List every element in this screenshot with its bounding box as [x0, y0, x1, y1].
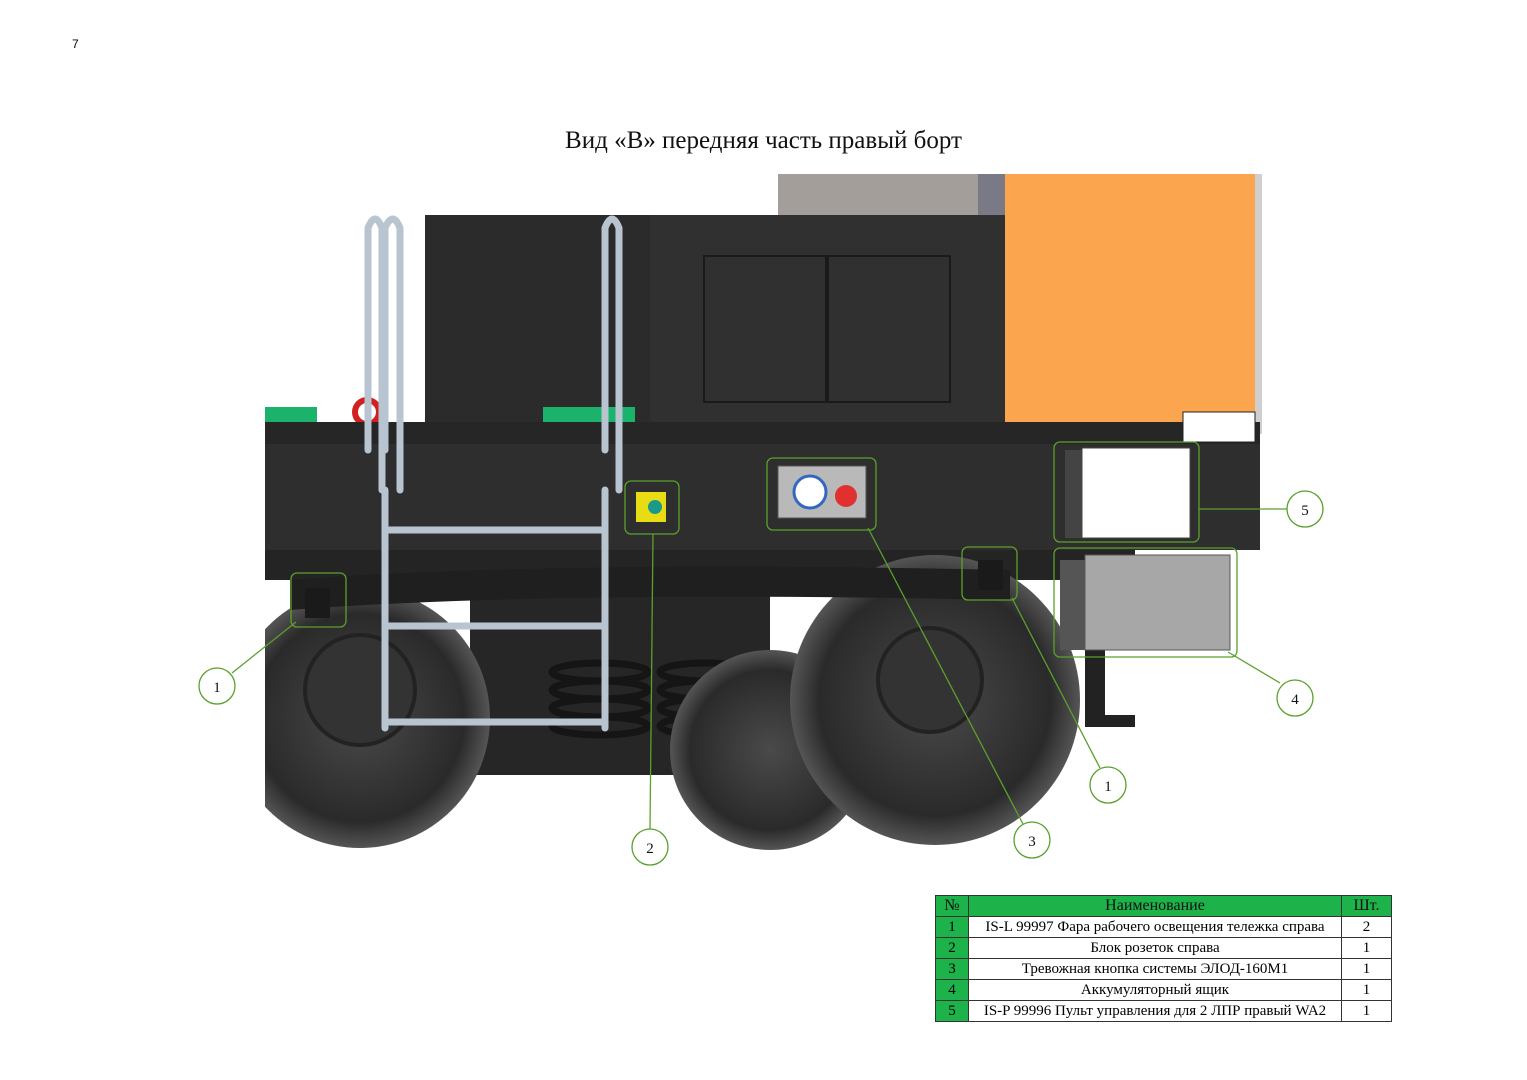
callout-markers	[198, 490, 1324, 866]
table-header-row: № Наименование Шт.	[935, 895, 1392, 917]
roof-gray-panel	[778, 174, 978, 216]
battery-box	[1084, 554, 1231, 651]
callout-2: 2	[646, 841, 654, 857]
highlight-box	[624, 480, 680, 535]
highlight-box	[961, 546, 1018, 601]
callout-1b: 1	[1104, 779, 1112, 795]
page-title: Вид «В» передняя часть правый борт	[565, 127, 962, 154]
row-num: 1	[935, 916, 969, 938]
callout-5: 5	[1301, 503, 1309, 519]
row-qty: 1	[1341, 1000, 1392, 1022]
row-qty: 1	[1341, 958, 1392, 980]
row-qty: 1	[1341, 937, 1392, 959]
parts-table: № Наименование Шт. 1 IS-L 99997 Фара раб…	[935, 895, 1392, 1022]
table-row: 1 IS-L 99997 Фара рабочего освещения тел…	[935, 916, 1392, 938]
highlight-box	[1053, 441, 1200, 543]
cab-orange-body	[1005, 174, 1255, 442]
table-row: 2 Блок розеток справа 1	[935, 937, 1392, 959]
work-lamp	[978, 560, 1003, 590]
row-name: IS-P 99996 Пульт управления для 2 ЛПР пр…	[968, 1000, 1342, 1022]
callout-3: 3	[1028, 834, 1036, 850]
row-num: 4	[935, 979, 969, 1001]
highlight-box	[766, 457, 877, 531]
callout-1: 1	[213, 680, 221, 696]
table-row: 5 IS-P 99996 Пульт управления для 2 ЛПР …	[935, 1000, 1392, 1022]
highlight-box	[290, 572, 347, 628]
highlight-box	[1053, 547, 1238, 658]
equipment-box-left	[425, 215, 650, 425]
row-name: Тревожная кнопка системы ЭЛОД-160М1	[968, 958, 1342, 980]
ladder	[364, 215, 623, 732]
table-row: 3 Тревожная кнопка системы ЭЛОД-160М1 1	[935, 958, 1392, 980]
row-name: Блок розеток справа	[968, 937, 1342, 959]
row-name: IS-L 99997 Фара рабочего освещения тележ…	[968, 916, 1342, 938]
header-qty: Шт.	[1341, 895, 1392, 917]
header-num: №	[935, 895, 969, 917]
header-name: Наименование	[968, 895, 1342, 917]
page-number: 7	[72, 37, 79, 51]
row-num: 3	[935, 958, 969, 980]
control-panel	[1081, 447, 1191, 539]
callouts	[231, 441, 1287, 830]
work-lamp	[305, 588, 330, 618]
row-num: 5	[935, 1000, 969, 1022]
row-name: Аккумуляторный ящик	[968, 979, 1342, 1001]
row-qty: 2	[1341, 916, 1392, 938]
row-num: 2	[935, 937, 969, 959]
table-row: 4 Аккумуляторный ящик 1	[935, 979, 1392, 1001]
row-qty: 1	[1341, 979, 1392, 1001]
callout-4: 4	[1291, 692, 1299, 708]
